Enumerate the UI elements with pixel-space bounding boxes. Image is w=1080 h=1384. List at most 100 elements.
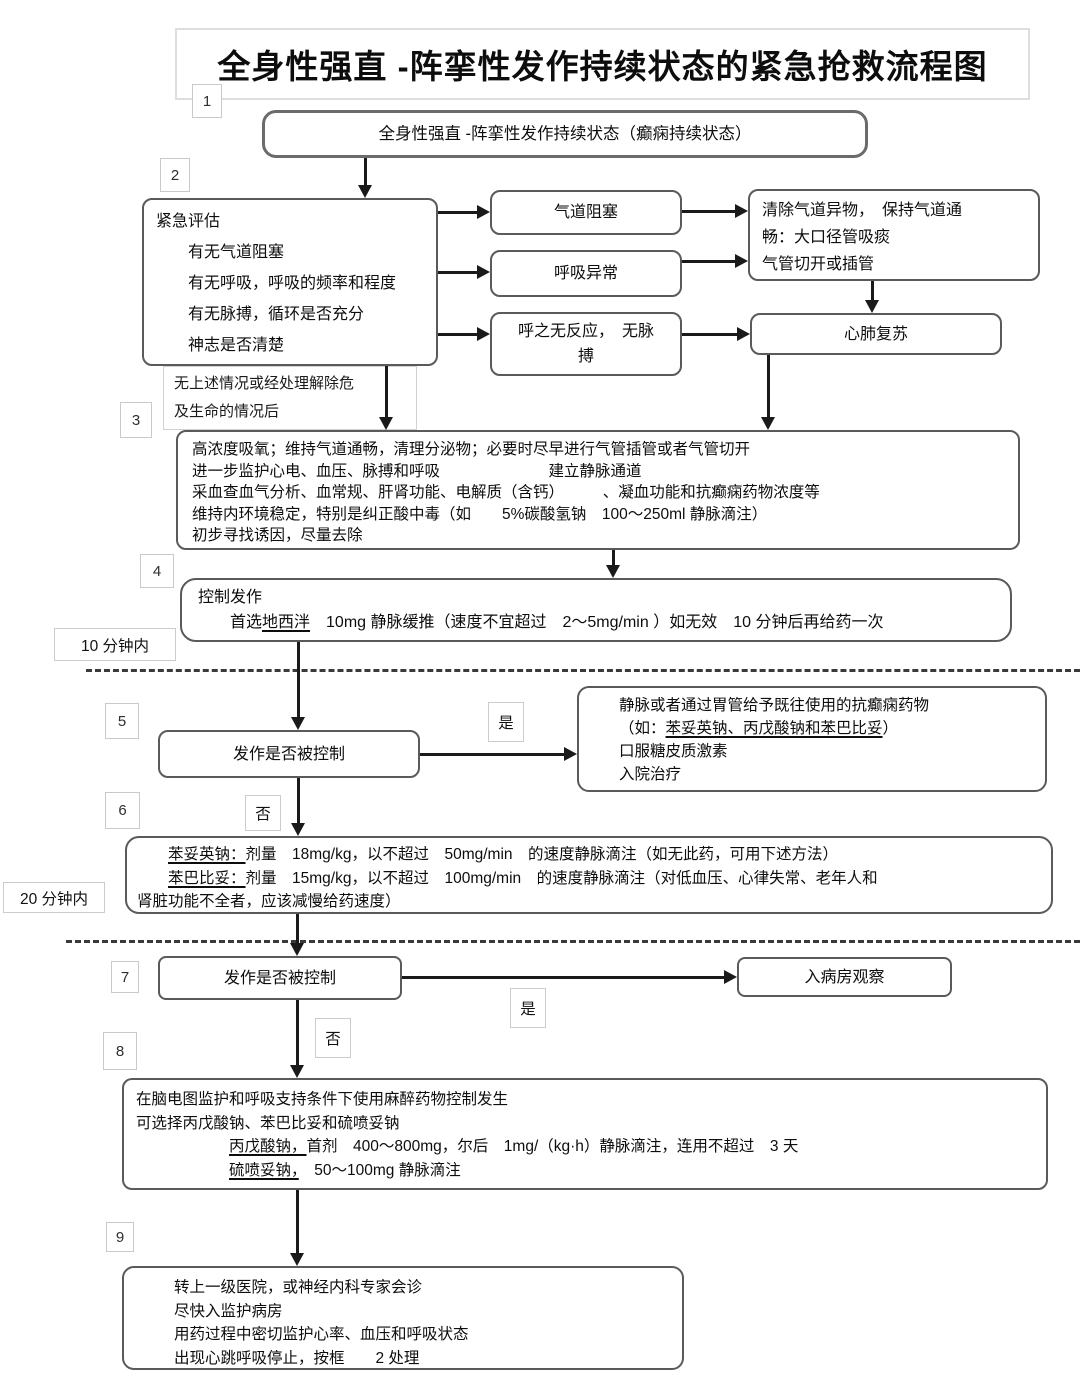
conn-noresponse-to-cpr-arrowhead xyxy=(737,327,750,341)
node-prior-aed: 静脉或者通过胃管给予既往使用的抗癫痫药物 （如：苯妥英钠、丙戊酸钠和苯巴比妥） 口服… xyxy=(577,686,1047,792)
conn-check1-to-phenytoin-line xyxy=(296,778,300,825)
text-line: 畅：大口径管吸痰 xyxy=(762,229,891,246)
conn-cpr-to-stabilize-line xyxy=(766,355,770,419)
step-tag-2: 2 xyxy=(160,158,190,192)
conn-breathing-to-clear-arrowhead xyxy=(735,254,748,268)
phase-divider-1 xyxy=(86,669,1080,672)
conn-check1-to-phenytoin-arrowhead xyxy=(291,823,305,836)
conn-control-to-check1-arrowhead xyxy=(291,717,305,730)
text-line: 可选择丙戊酸钠、苯巴比妥和硫喷妥钠 xyxy=(136,1114,400,1132)
step-tag-4: 4 xyxy=(140,554,174,588)
step-tag-8: 8 xyxy=(103,1032,137,1070)
node-clear-airway: 清除气道异物， 保持气道通畅：大口径管吸痰气管切开或插管 xyxy=(748,189,1040,281)
conn-anesthesia-to-transfer-arrowhead xyxy=(290,1253,304,1266)
node-assess-note: 无上述情况或经处理解除危及生命的情况后 xyxy=(163,366,417,430)
conn-check2-to-ward-line xyxy=(402,975,726,979)
text-line: 采血查血气分析、血常规、肝肾功能、电解质（含钙） 、凝血功能和抗癫痫药物浓度等 xyxy=(192,484,820,501)
step-tag-9: 9 xyxy=(106,1222,134,1252)
text-line: 转上一级医院，或神经内科专家会诊 xyxy=(174,1279,423,1296)
conn-phenytoin-to-check2-arrowhead xyxy=(290,943,304,956)
node-seizure-check-1: 发作是否被控制 xyxy=(158,730,420,778)
conn-stabilize-to-control-arrowhead xyxy=(606,565,620,578)
node-control-seizure: 控制发作 首选地西泮 10mg 静脉缓推（速度不宜超过 2～5mg/min ）如… xyxy=(180,578,1012,642)
conn-assess-to-noresponse-arrowhead xyxy=(477,327,490,341)
conn-assess-to-noresponse-line xyxy=(438,332,480,336)
text-line: 苯巴比妥：剂量 15mg/kg，以不超过 100mg/min 的速度静脉滴注（对… xyxy=(168,869,878,887)
text-line: 神志是否清楚 xyxy=(156,337,285,354)
conn-check2-to-anesthesia-arrowhead xyxy=(290,1065,304,1078)
conn-assess-to-stabilize-line xyxy=(384,366,388,419)
label-no-1: 否 xyxy=(245,795,281,831)
conn-check1-to-prioraed-arrowhead xyxy=(564,747,577,761)
conn-start-to-assess-arrowhead xyxy=(358,185,372,198)
text-line: 苯妥英钠：剂量 18mg/kg，以不超过 50mg/min 的速度静脉滴注（如无… xyxy=(168,846,839,863)
text-line: 首选地西泮 10mg 静脉缓推（速度不宜超过 2～5mg/min ）如无效 10… xyxy=(198,614,884,631)
conn-stabilize-to-control-line xyxy=(611,550,615,567)
text-line: 无上述情况或经处理解除危 xyxy=(174,375,355,392)
node-breathing-abnormal: 呼吸异常 xyxy=(490,250,682,297)
conn-check2-to-ward-arrowhead xyxy=(724,970,737,984)
conn-breathing-to-clear-line xyxy=(682,259,738,263)
text-line: 有无脉搏，循环是否充分 xyxy=(156,306,365,323)
text-line: 维持内环境稳定，特别是纠正酸中毒（如 5%碳酸氢钠 100～250ml 静脉滴注… xyxy=(192,505,768,523)
page-title: 全身性强直 -阵挛性发作持续状态的紧急抢救流程图 xyxy=(217,48,988,85)
node-start: 全身性强直 -阵挛性发作持续状态（癫痫持续状态） xyxy=(262,110,868,158)
node-no-response: 呼之无反应， 无脉搏 xyxy=(490,312,682,376)
text-line: 肾脏功能不全者，应该减慢给药速度） xyxy=(137,893,401,910)
node-anesthesia: 在脑电图监护和呼吸支持条件下使用麻醉药物控制发生可选择丙戊酸钠、苯巴比妥和硫喷妥… xyxy=(122,1078,1048,1190)
node-seizure-check-2: 发作是否被控制 xyxy=(158,956,402,1000)
text-line: 尽快入监护病房 xyxy=(174,1302,283,1320)
node-clear-airway-text: 清除气道异物， 保持气道通畅：大口径管吸痰气管切开或插管 xyxy=(750,191,1038,284)
text-line: 及生命的情况后 xyxy=(174,403,280,420)
step-tag-7: 7 xyxy=(111,961,139,993)
text-line: 用药过程中密切监护心率、血压和呼吸状态 xyxy=(174,1326,469,1343)
step-tag-1: 1 xyxy=(192,84,222,118)
node-cpr: 心肺复苏 xyxy=(750,313,1002,355)
node-transfer-text: 转上一级医院，或神经内科专家会诊尽快入监护病房用药过程中密切监护心率、血压和呼吸… xyxy=(124,1268,682,1378)
text-line: 有无气道阻塞 xyxy=(156,244,285,261)
text-line: 有无呼吸，呼吸的频率和程度 xyxy=(156,275,397,292)
node-airway-obstruction: 气道阻塞 xyxy=(490,190,682,235)
conn-airway-to-clear-line xyxy=(682,209,738,213)
text-line: 静脉或者通过胃管给予既往使用的抗癫痫药物 xyxy=(619,697,930,714)
conn-phenytoin-to-check2-line xyxy=(295,914,299,945)
text-line: 进一步监护心电、血压、脉搏和呼吸 建立静脉通道 xyxy=(192,462,642,480)
text-line: 清除气道异物， 保持气道通 xyxy=(762,202,963,219)
conn-check2-to-anesthesia-line xyxy=(295,1000,299,1067)
conn-control-to-check1-line xyxy=(296,642,300,719)
conn-assess-to-airway-arrowhead xyxy=(477,205,490,219)
label-ten-min: 10 分钟内 xyxy=(54,628,176,661)
label-yes-2: 是 xyxy=(510,988,546,1028)
label-yes-1: 是 xyxy=(488,702,524,742)
text-line: 气管切开或插管 xyxy=(762,256,875,273)
step-tag-6: 6 xyxy=(105,792,140,829)
title-frame: 全身性强直 -阵挛性发作持续状态的紧急抢救流程图 xyxy=(175,28,1030,100)
conn-noresponse-to-cpr-line xyxy=(682,332,738,336)
text-line: 在脑电图监护和呼吸支持条件下使用麻醉药物控制发生 xyxy=(136,1091,509,1108)
step-tag-5: 5 xyxy=(105,703,139,739)
conn-assess-to-airway-line xyxy=(438,210,480,214)
node-stabilize-text: 高浓度吸氧；维持气道通畅，清理分泌物；必要时尽早进行气管插管或者气管切开进一步监… xyxy=(178,432,1018,554)
node-phenytoin: 苯妥英钠：剂量 18mg/kg，以不超过 50mg/min 的速度静脉滴注（如无… xyxy=(125,836,1053,914)
node-ward-observation: 入病房观察 xyxy=(737,957,952,997)
conn-cpr-to-stabilize-arrowhead xyxy=(761,417,775,430)
label-no-2: 否 xyxy=(315,1018,351,1058)
conn-clear-to-cpr-arrowhead xyxy=(865,300,879,313)
node-transfer: 转上一级医院，或神经内科专家会诊尽快入监护病房用药过程中密切监护心率、血压和呼吸… xyxy=(122,1266,684,1370)
text-line: 入院治疗 xyxy=(619,766,682,783)
text-line: 初步寻找诱因，尽量去除 xyxy=(192,527,363,544)
conn-assess-to-breathing-arrowhead xyxy=(477,265,490,279)
text-line: 紧急评估 xyxy=(156,213,221,230)
text-line: 控制发作 xyxy=(198,589,263,606)
conn-anesthesia-to-transfer-line xyxy=(295,1190,299,1255)
label-twenty-min: 20 分钟内 xyxy=(3,882,105,913)
text-line: 搏 xyxy=(577,348,594,365)
node-phenytoin-text: 苯妥英钠：剂量 18mg/kg，以不超过 50mg/min 的速度静脉滴注（如无… xyxy=(127,838,1051,919)
text-line: 口服糖皮质激素 xyxy=(619,743,728,760)
node-control-seizure-text: 控制发作 首选地西泮 10mg 静脉缓推（速度不宜超过 2～5mg/min ）如… xyxy=(182,580,1010,640)
conn-assess-to-stabilize-arrowhead xyxy=(379,417,393,430)
text-line: 出现心跳呼吸停止，按框 2 处理 xyxy=(174,1349,420,1367)
text-line: 硫喷妥钠， 50～100mg 静脉滴注 xyxy=(229,1161,461,1179)
text-line: （如：苯妥英钠、丙戊酸钠和苯巴比妥） xyxy=(619,720,899,737)
